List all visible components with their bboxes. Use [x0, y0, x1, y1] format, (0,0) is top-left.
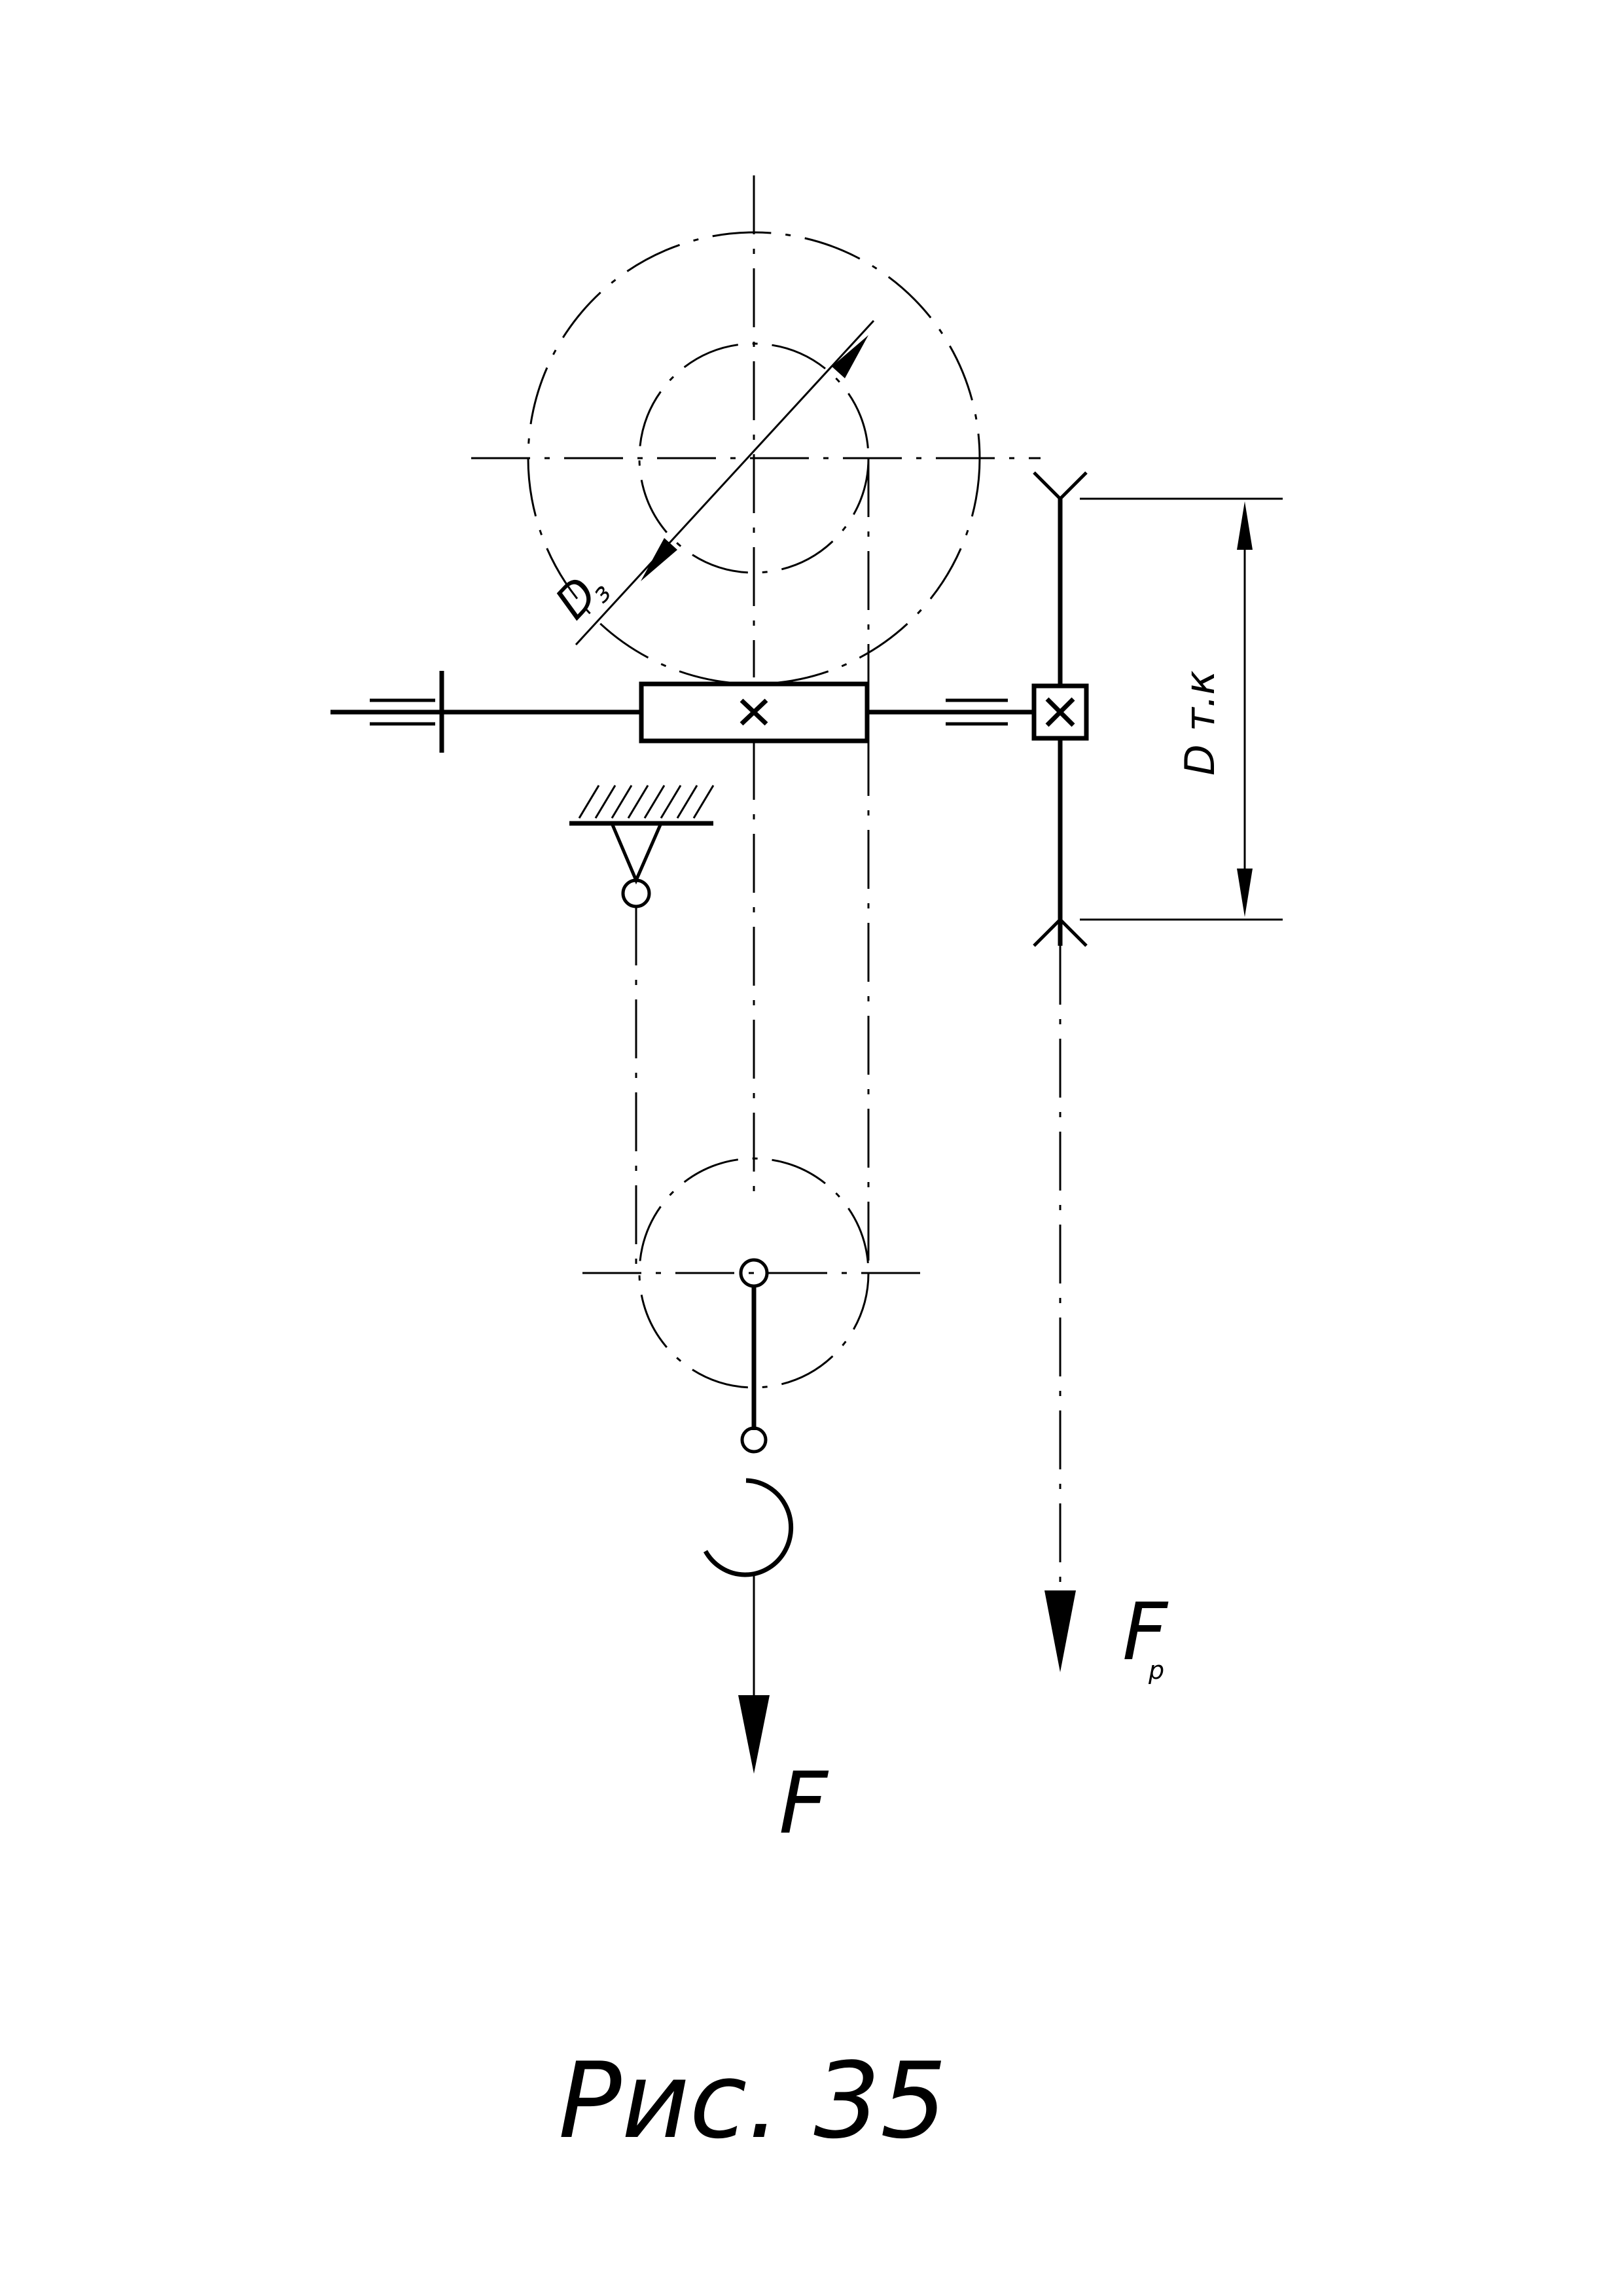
drum-diameter-arrow-bottom: [641, 538, 677, 581]
figure-caption: Рис. 35: [558, 2039, 947, 2162]
brake-dim-arrow-bottom: [1237, 869, 1253, 917]
hatch-6: [660, 785, 682, 819]
load-force-arrow: [738, 1695, 770, 1774]
fixed-support: [569, 785, 715, 1273]
brake-assembly: [1033, 471, 1283, 1672]
brake-bottom-chevron: [1033, 917, 1088, 947]
hook-pin: [740, 1426, 768, 1454]
load-force-label: F: [779, 1753, 829, 1853]
hatch-3: [611, 785, 633, 819]
hatch-2: [594, 785, 616, 819]
hatch-5: [643, 785, 666, 819]
drum-diameter-label: D з: [544, 567, 617, 629]
lower-pulley: [582, 1157, 923, 1454]
shaft-assembly: [330, 671, 1089, 1191]
hatch-4: [627, 785, 649, 819]
brake-diameter-label: D т.к: [1176, 670, 1224, 776]
hook-shape: [703, 1478, 794, 1577]
hook: [703, 1478, 794, 1774]
drum-diameter-arrow-top: [832, 335, 868, 378]
brake-diameter-text: D т.к: [1176, 670, 1224, 776]
brake-force-arrow: [1044, 1590, 1076, 1672]
brake-top-chevron: [1033, 471, 1088, 501]
drum-diameter-dim-line: [575, 319, 875, 646]
brake-force-label: F: [1122, 1587, 1169, 1678]
brake-pulley-cross-2: [1045, 697, 1075, 727]
support-triangle: [610, 822, 663, 885]
hatch-8: [692, 785, 715, 819]
brake-force-subscript: р: [1148, 1656, 1164, 1685]
brake-dim-arrow-top: [1237, 501, 1253, 550]
hatch-1: [578, 785, 600, 819]
hatch-7: [676, 785, 698, 819]
drum-block-cross-2: [740, 698, 768, 726]
